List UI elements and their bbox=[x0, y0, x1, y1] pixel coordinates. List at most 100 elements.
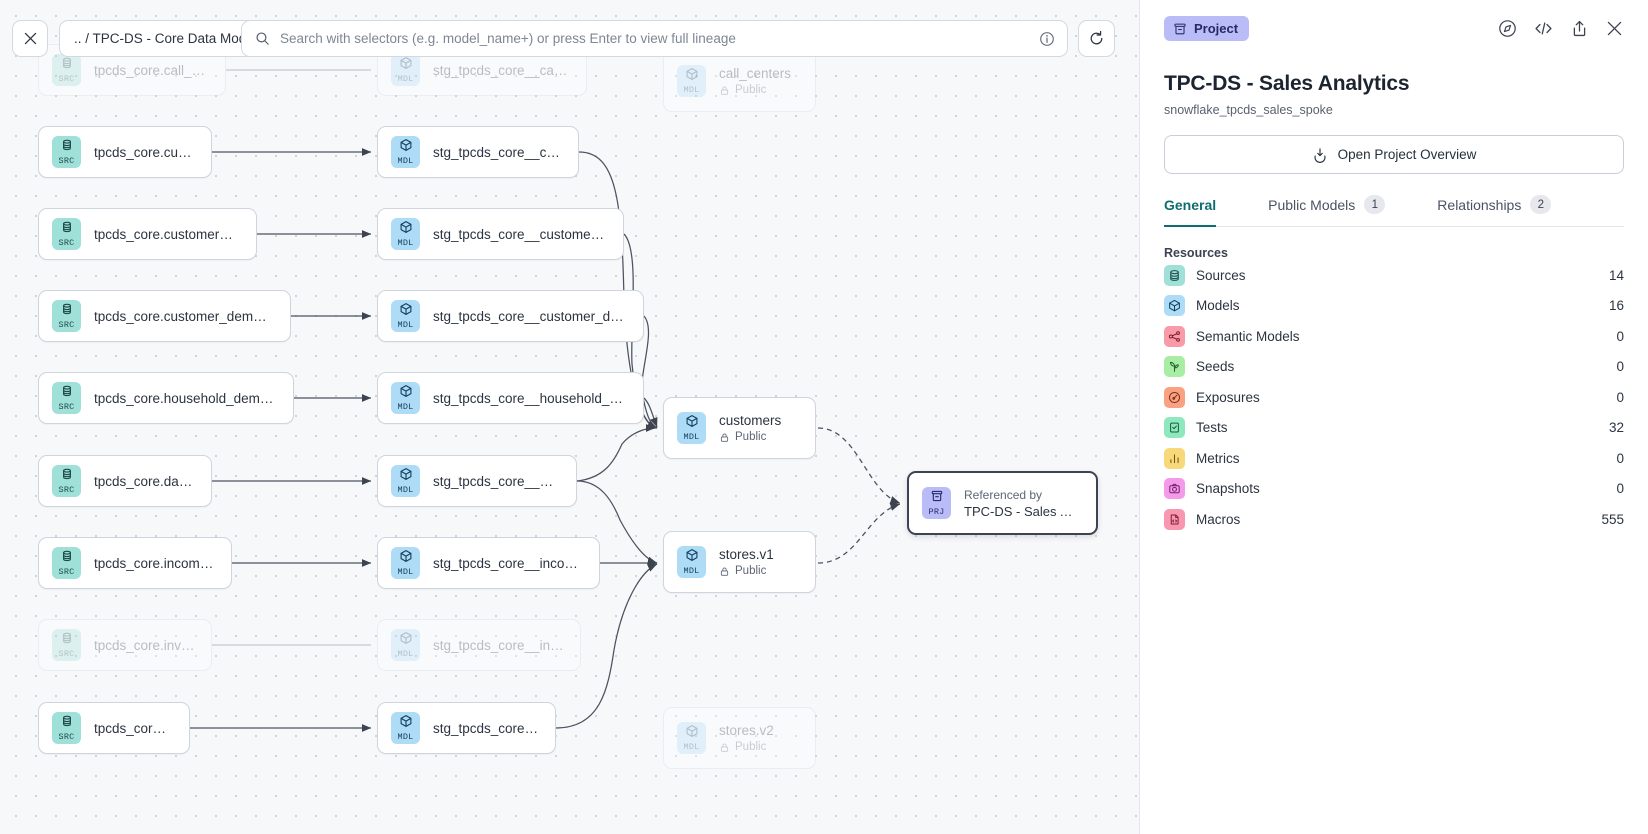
node-kind-label: MDL bbox=[683, 85, 700, 96]
lineage-node-mdl_customer[interactable]: MDL stg_tpcds_core__customer bbox=[377, 126, 579, 178]
src-db-glyph bbox=[62, 139, 71, 151]
node-reference-label: Referenced by bbox=[964, 487, 1043, 502]
explore-icon[interactable] bbox=[1498, 19, 1517, 38]
node-title: stg_tpcds_core__customer bbox=[433, 144, 562, 160]
lock-icon bbox=[720, 86, 729, 95]
seedling-icon bbox=[1164, 356, 1185, 378]
src-badge: SRC bbox=[52, 629, 81, 661]
node-kind-label: MDL bbox=[397, 402, 414, 413]
mdl-cube-icon bbox=[685, 548, 699, 566]
src-db-icon bbox=[60, 714, 74, 732]
node-access-label: Public bbox=[735, 565, 767, 577]
node-text: tpcds_core.household_demographics bbox=[94, 391, 277, 406]
node-title: stg_tpcds_core__date_dim bbox=[433, 473, 560, 489]
lock-icon bbox=[719, 566, 730, 577]
lineage-canvas[interactable]: SRCtpcds_core.call_centerSRCtpcds_core.c… bbox=[0, 0, 1139, 834]
node-access-label: Public bbox=[735, 84, 767, 96]
search-input[interactable] bbox=[280, 31, 1029, 46]
node-text: stg_tpcds_core__customer_address bbox=[433, 227, 607, 242]
mdl-badge: MDL bbox=[391, 300, 420, 332]
file-code-icon bbox=[1170, 514, 1179, 525]
resource-count: 0 bbox=[1616, 389, 1624, 405]
code-icon[interactable] bbox=[1533, 19, 1554, 38]
lineage-search[interactable] bbox=[241, 20, 1068, 57]
lineage-node-src_income_band[interactable]: SRC tpcds_core.income_band bbox=[38, 537, 232, 589]
tab-relationships[interactable]: Relationships 2 bbox=[1437, 195, 1552, 227]
lock-icon bbox=[720, 433, 729, 442]
node-kind-label: MDL bbox=[397, 74, 414, 85]
refresh-icon bbox=[1090, 30, 1103, 45]
src-badge: SRC bbox=[52, 218, 81, 250]
seedling-icon bbox=[1169, 362, 1179, 373]
src-db-glyph bbox=[62, 550, 71, 562]
tab-general[interactable]: General bbox=[1164, 195, 1217, 227]
tab-count-badge: 2 bbox=[1530, 195, 1552, 214]
cube-icon bbox=[1169, 300, 1180, 312]
resource-row-exposures[interactable]: Exposures 0 bbox=[1164, 382, 1624, 413]
mdl-cube-glyph bbox=[686, 68, 697, 81]
src-badge: SRC bbox=[52, 136, 81, 168]
open-project-overview-button[interactable]: Open Project Overview bbox=[1164, 135, 1624, 174]
mdl-cube-glyph bbox=[400, 715, 411, 728]
tab-label: Public Models bbox=[1268, 196, 1356, 213]
panel-actions bbox=[1498, 19, 1624, 38]
project-type-chip[interactable]: Project bbox=[1164, 16, 1250, 41]
refresh-button[interactable] bbox=[1078, 20, 1115, 57]
node-title: stg_tpcds_core__call_center bbox=[433, 62, 570, 78]
lineage-node-mdl_cust_demo[interactable]: MDLstg_tpcds_core__customer_demogra… bbox=[377, 290, 644, 342]
mdl-badge: MDL bbox=[391, 54, 420, 86]
node-text: stg_tpcds_core__customer bbox=[433, 145, 562, 160]
close-panel-icon[interactable] bbox=[1605, 19, 1624, 38]
node-text: stg_tpcds_core__store bbox=[433, 721, 539, 736]
node-text: stg_tpcds_core__inventory bbox=[433, 638, 564, 653]
mdl-badge: MDL bbox=[391, 136, 420, 168]
src-db-icon bbox=[60, 138, 74, 156]
tab-label: Relationships bbox=[1437, 196, 1522, 213]
src-db-glyph bbox=[62, 715, 71, 727]
close-lineage-button[interactable] bbox=[12, 20, 48, 57]
share-icon[interactable] bbox=[1570, 19, 1589, 38]
node-kind-label: SRC bbox=[58, 567, 75, 578]
resource-name: Metrics bbox=[1196, 450, 1240, 466]
prj-icon bbox=[930, 489, 944, 507]
node-title: tpcds_core.income_band bbox=[94, 555, 215, 571]
lineage-node-mdl_hh_demo[interactable]: MDLstg_tpcds_core__household_demogr… bbox=[377, 372, 644, 424]
project-identifier: snowflake_tpcds_sales_spoke bbox=[1164, 103, 1333, 117]
mdl-cube-icon bbox=[399, 467, 413, 485]
info-icon[interactable] bbox=[1039, 31, 1055, 47]
node-kind-label: MDL bbox=[683, 742, 700, 753]
resource-name: Exposures bbox=[1196, 389, 1260, 405]
node-title: stores.v2 bbox=[719, 723, 774, 738]
lock-icon bbox=[719, 742, 730, 753]
download-circle-icon bbox=[1314, 147, 1326, 163]
node-access: Public bbox=[719, 84, 791, 96]
